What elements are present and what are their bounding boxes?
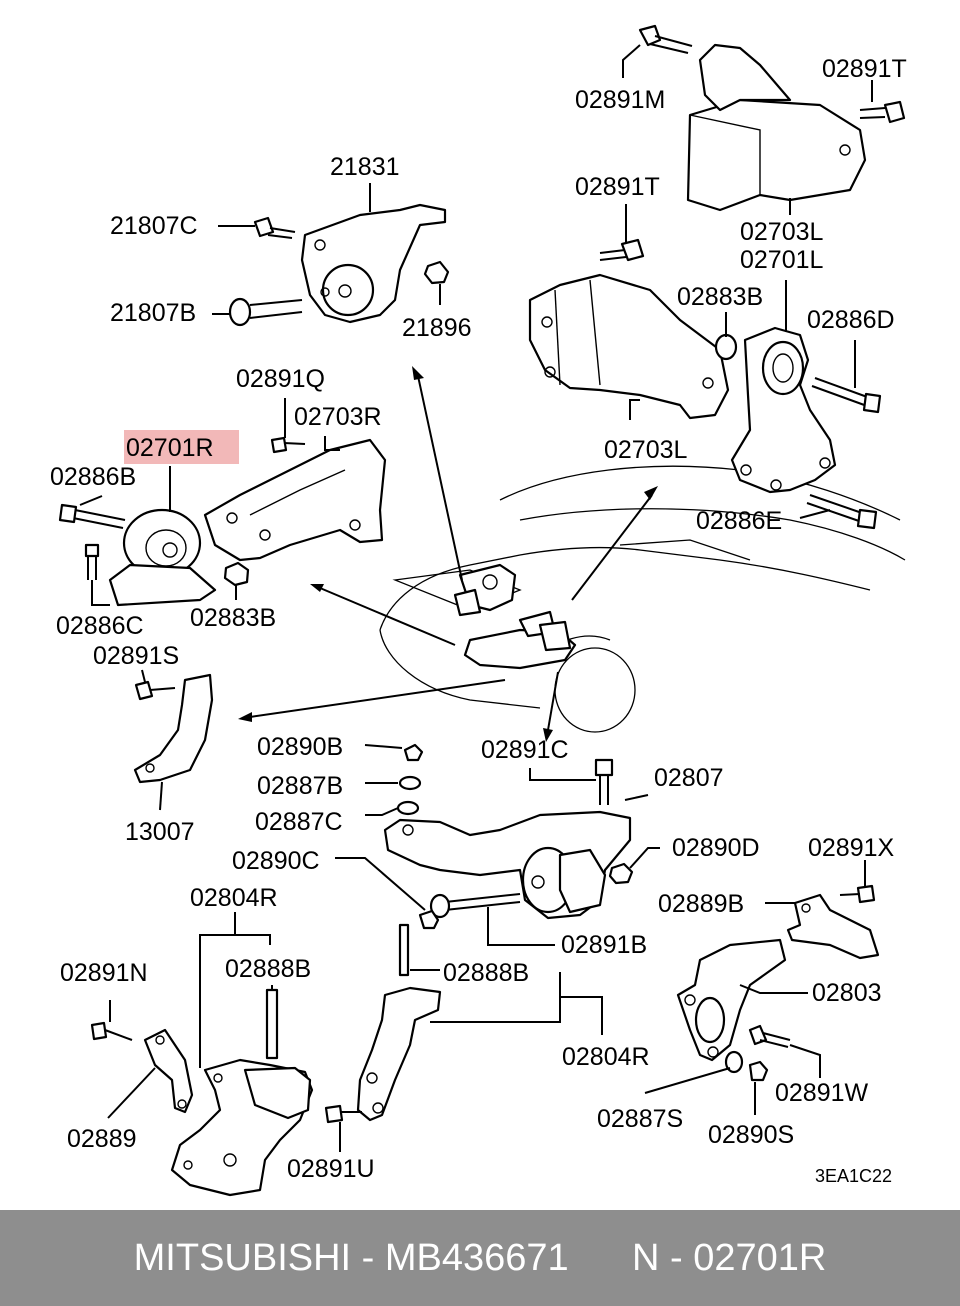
highlight-02701R — [124, 430, 239, 464]
label-02886C: 02886C — [56, 612, 144, 640]
label-02891X: 02891X — [808, 834, 895, 862]
pointer-arrows — [238, 366, 658, 742]
diagram-code: 3EA1C22 — [815, 1166, 892, 1186]
label-21831: 21831 — [330, 153, 400, 181]
bracket-13007 — [133, 673, 214, 784]
label-02890S: 02890S — [708, 1121, 794, 1149]
label-02889: 02889 — [67, 1125, 137, 1153]
label-21807B: 21807B — [110, 299, 196, 327]
label-02891T-top: 02891T — [822, 55, 907, 83]
label-02703L-bottom: 02703L — [604, 436, 688, 464]
crossmember-02807 — [383, 743, 634, 930]
label-02890B: 02890B — [257, 733, 343, 761]
label-02886B: 02886B — [50, 463, 136, 491]
bracket-02803 — [676, 938, 791, 1082]
label-02888B-mid: 02888B — [443, 959, 529, 987]
part-labels: 02891M 02891T 02891T 02703L 02701L 02883… — [50, 55, 907, 1186]
label-02891B: 02891B — [561, 931, 647, 959]
leader-lines — [79, 44, 873, 1152]
label-02891S: 02891S — [93, 642, 179, 670]
label-02891U: 02891U — [287, 1155, 375, 1183]
label-02891M: 02891M — [575, 86, 665, 114]
label-02890D: 02890D — [672, 834, 760, 862]
bracket-02889B — [786, 884, 880, 960]
label-02804R-top: 02804R — [190, 884, 278, 912]
bracket-21831 — [228, 203, 450, 327]
parts-diagram: 02891M 02891T 02891T 02703L 02701L 02883… — [50, 24, 907, 1197]
label-02890C: 02890C — [232, 847, 320, 875]
label-02804R-bottom: 02804R — [562, 1043, 650, 1071]
label-02703L-top: 02703L — [740, 218, 824, 246]
label-02891Q: 02891Q — [236, 365, 325, 393]
label-02891T-mid: 02891T — [575, 173, 660, 201]
mount-02701L — [714, 326, 882, 530]
label-21896: 21896 — [402, 314, 472, 342]
label-13007: 13007 — [125, 818, 195, 846]
bracket-02804R-left — [90, 988, 362, 1197]
label-02807: 02807 — [654, 764, 724, 792]
label-02891N: 02891N — [60, 959, 148, 987]
label-02886E: 02886E — [696, 507, 782, 535]
label-02886D: 02886D — [807, 306, 895, 334]
bracket-02703L-bottom — [528, 238, 730, 420]
label-02887C: 02887C — [255, 808, 343, 836]
label-02883B-right: 02883B — [677, 283, 763, 311]
label-02883B-left: 02883B — [190, 604, 276, 632]
label-02889B: 02889B — [658, 890, 744, 918]
label-02701L: 02701L — [740, 246, 824, 274]
car-body-sketch — [379, 465, 906, 733]
footer-part-info: MITSUBISHI - MB436671 N - 02701R — [133, 1236, 827, 1279]
label-02887B: 02887B — [257, 772, 343, 800]
mount-02701R — [58, 436, 387, 607]
label-02888B-left: 02888B — [225, 955, 311, 983]
footer-bar: MITSUBISHI - MB436671 N - 02701R — [0, 1210, 960, 1306]
bracket-02703L-top — [638, 24, 906, 212]
label-02891W: 02891W — [775, 1079, 869, 1107]
label-21807C: 21807C — [110, 212, 198, 240]
label-02703R: 02703R — [294, 403, 382, 431]
label-02891C: 02891C — [481, 736, 569, 764]
bracket-02804R-center — [356, 923, 442, 1122]
label-02803: 02803 — [812, 979, 882, 1007]
label-02887S: 02887S — [597, 1105, 683, 1133]
label-02701R: 02701R — [126, 434, 214, 462]
